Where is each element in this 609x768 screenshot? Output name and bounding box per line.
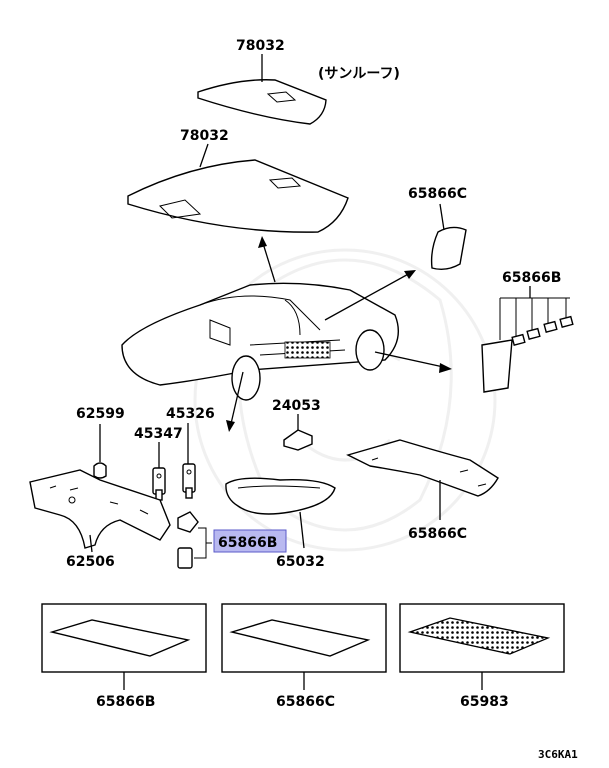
label-24053[interactable]: 24053 [272,398,321,414]
dash-insulator-62506[interactable] [29,469,171,549]
leader-65032 [299,511,305,549]
clip-45326-part[interactable] [182,463,196,499]
label-65866c-upper[interactable]: 65866C [408,186,467,202]
label-65866c-box[interactable]: 65866C [276,694,335,710]
grommet-62599-part[interactable] [93,462,107,479]
label-45347[interactable]: 45347 [134,426,183,442]
pads-65866b-small[interactable] [177,511,212,569]
sunroof-headliner-part[interactable] [197,79,327,125]
label-78032-main[interactable]: 78032 [180,128,229,144]
label-65866b-box[interactable]: 65866B [96,694,155,710]
highlight-65866b [213,529,287,553]
clip-45347-part[interactable] [152,467,166,501]
leader-65866c-upper [439,203,445,231]
diagram-code: 3C6KA1 [538,748,578,761]
label-sunroof: (サンルーフ) [318,66,400,82]
floor-silencer-65866c[interactable] [346,439,499,497]
label-65866c-floor[interactable]: 65866C [408,526,467,542]
pad-65866c-upper[interactable] [430,226,467,271]
label-62506[interactable]: 62506 [66,554,115,570]
label-65032[interactable]: 65032 [276,554,325,570]
label-45326[interactable]: 45326 [166,406,215,422]
tunnel-insulator-65032[interactable] [225,477,336,515]
detail-box-65983 [399,603,565,690]
label-78032-top[interactable]: 78032 [236,38,285,54]
pad-65866b-group[interactable] [481,297,574,393]
car-body [121,282,399,401]
label-65866b-upper[interactable]: 65866B [502,270,561,286]
leader-78032-main [199,143,209,168]
label-62599[interactable]: 62599 [76,406,125,422]
leader-62506 [89,534,93,553]
detail-box-65866c [221,603,387,690]
label-65866b-highlight[interactable]: 65866B [218,535,277,551]
detail-box-65866b [41,603,207,690]
headliner-part[interactable] [127,159,349,233]
arrows [226,236,452,432]
label-65983-box[interactable]: 65983 [460,694,509,710]
